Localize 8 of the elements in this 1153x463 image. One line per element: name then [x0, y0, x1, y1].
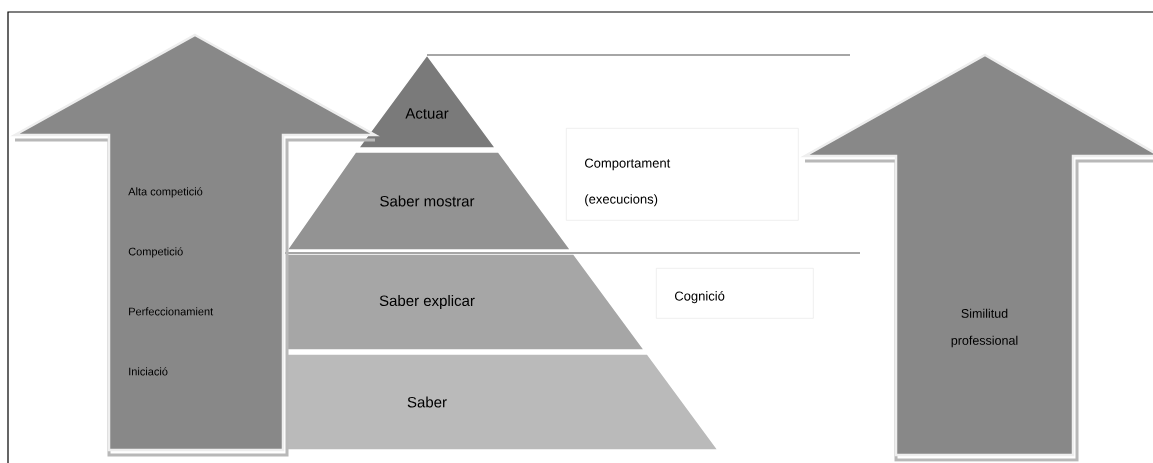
level-label: Perfeccionamient	[129, 307, 214, 316]
text-box: Cognició	[656, 268, 814, 319]
level-label: Alta competició	[128, 187, 203, 198]
text-box: Comportament (execucions)	[566, 128, 799, 221]
pyramid-tier: Saber explicar	[286, 253, 646, 351]
level-label: Competició	[128, 247, 183, 258]
pyramid-tier: Saber	[286, 353, 720, 451]
level-label: Iniciació	[129, 367, 168, 376]
